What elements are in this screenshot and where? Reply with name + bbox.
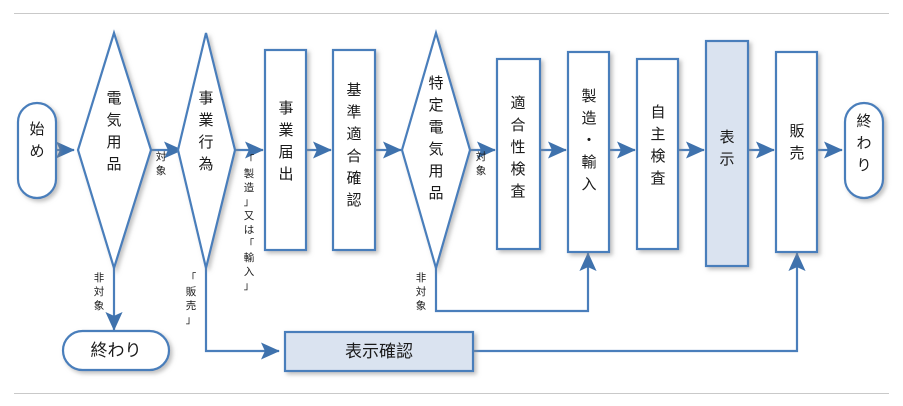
edge-label-hanbai: 「販売」 <box>186 272 197 326</box>
node-jigyo-koi-label: 事業行為 <box>198 89 213 173</box>
node-denki-yohin-label: 電気用品 <box>106 89 121 173</box>
node-hyoji[interactable]: 表示 <box>704 39 750 268</box>
node-tekigosei-shape[interactable] <box>495 57 542 251</box>
node-start-shape[interactable] <box>16 101 58 200</box>
edge-hyoji-kakunin-to-hanbai <box>472 252 806 353</box>
node-start[interactable]: 始め <box>16 101 58 200</box>
node-tokutei-label: 特定電気用品 <box>428 74 443 202</box>
node-end-left[interactable]: 終わり <box>61 329 171 372</box>
node-hyoji-kakunin-label: 表示確認 <box>345 342 413 362</box>
node-denki-yohin[interactable]: 電気用品 <box>76 29 153 272</box>
edge-tokutei-to-seizo-yunyu <box>434 252 597 313</box>
node-tokutei[interactable]: 特定電気用品 <box>400 29 472 272</box>
edge-jigyo-koi-to-hyoji-kakunin <box>204 268 280 360</box>
node-jigyo-koi[interactable]: 事業行為 <box>176 32 237 269</box>
node-end-right-shape[interactable] <box>843 101 885 200</box>
edge-label-taisho-1: 対象 <box>156 150 167 177</box>
node-hyoji-kakunin[interactable]: 表示確認 <box>283 330 475 373</box>
node-seizo-yunyu-shape[interactable] <box>566 50 611 254</box>
node-kijun-tekigo-label: 基準適合確認 <box>346 81 361 209</box>
node-end-left-shape[interactable] <box>61 329 171 372</box>
edge-label-layer: 対象 非対象 「製造」又は「輸入」 「販売」 対象 非対象 <box>94 150 487 326</box>
node-jigyo-koi-shape[interactable] <box>176 32 237 269</box>
node-jigyo-todoke-label: 事業届出 <box>278 99 293 183</box>
node-hyoji-kakunin-shape[interactable] <box>283 330 475 373</box>
node-kijun-tekigo[interactable]: 基準適合確認 <box>331 48 377 252</box>
node-kijun-tekigo-shape[interactable] <box>331 48 377 252</box>
node-tokutei-shape[interactable] <box>400 29 472 272</box>
node-end-left-label: 終わり <box>91 341 142 361</box>
edge-label-hitaisho-1: 非対象 <box>94 272 105 312</box>
node-hanbai-label: 販売 <box>789 122 804 162</box>
connector-layer <box>55 141 843 360</box>
node-jigyo-todoke-shape[interactable] <box>263 48 308 252</box>
node-jishu-kensa[interactable]: 自主検査 <box>635 57 680 251</box>
node-denki-yohin-shape[interactable] <box>76 29 153 272</box>
edge-label-hitaisho-2: 非対象 <box>416 272 427 312</box>
node-tekigosei[interactable]: 適合性検査 <box>495 57 542 251</box>
node-hyoji-shape[interactable] <box>704 39 750 268</box>
node-jigyo-todoke[interactable]: 事業届出 <box>263 48 308 252</box>
node-tekigosei-label: 適合性検査 <box>510 94 525 200</box>
edge-label-seizo-yunyu: 「製造」又は「輸入」 <box>244 154 255 292</box>
node-seizo-yunyu[interactable]: 製造・輸入 <box>566 50 611 254</box>
node-seizo-yunyu-label: 製造・輸入 <box>581 87 596 193</box>
node-end-right-label: 終わり <box>856 112 871 174</box>
node-start-label: 始め <box>29 120 44 160</box>
node-jishu-kensa-label: 自主検査 <box>650 103 665 187</box>
node-hanbai[interactable]: 販売 <box>774 50 819 254</box>
node-hanbai-shape[interactable] <box>774 50 819 254</box>
node-hyoji-label: 表示 <box>719 128 734 168</box>
node-end-right[interactable]: 終わり <box>843 101 885 200</box>
edge-label-taisho-2: 対象 <box>476 150 487 177</box>
node-jishu-kensa-shape[interactable] <box>635 57 680 251</box>
